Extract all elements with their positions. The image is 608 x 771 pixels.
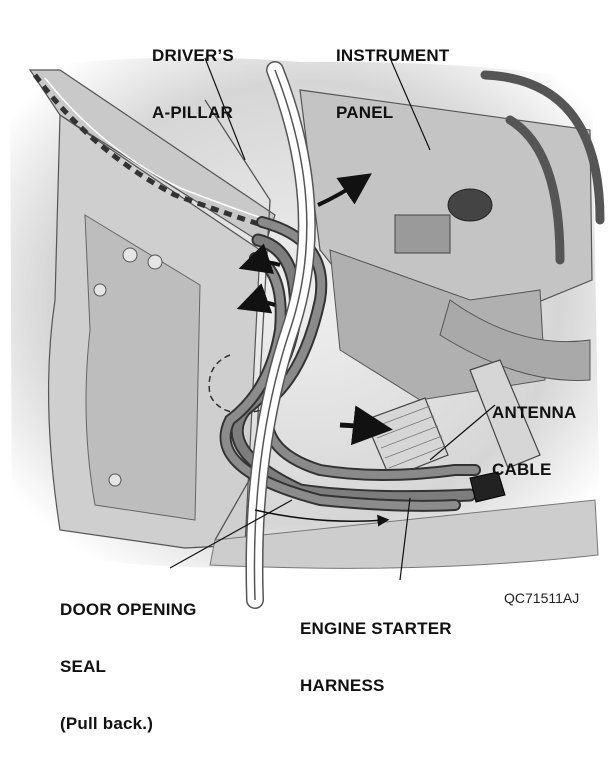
label-antenna-cable: ANTENNA CABLE: [492, 365, 577, 517]
bolt-1: [123, 248, 137, 262]
bolt-3: [94, 284, 106, 296]
connector-block: [395, 215, 450, 253]
bolt-2: [148, 255, 162, 269]
label-door-opening-seal: DOOR OPENING SEAL (Pull back.): [60, 562, 197, 771]
label-drivers-a-pillar: DRIVER’S A-PILLAR: [152, 8, 234, 160]
diagram: DRIVER’S A-PILLAR INSTRUMENT PANEL ANTEN…: [0, 0, 608, 629]
label-engine-starter-harness: ENGINE STARTER HARNESS: [300, 581, 452, 733]
cylinder-part: [448, 189, 492, 221]
bolt-4: [109, 474, 121, 486]
illustration: [0, 0, 608, 629]
figure-code: QC71511AJ: [504, 590, 579, 606]
arrow-4: [340, 425, 378, 428]
label-instrument-panel: INSTRUMENT PANEL: [336, 8, 449, 160]
